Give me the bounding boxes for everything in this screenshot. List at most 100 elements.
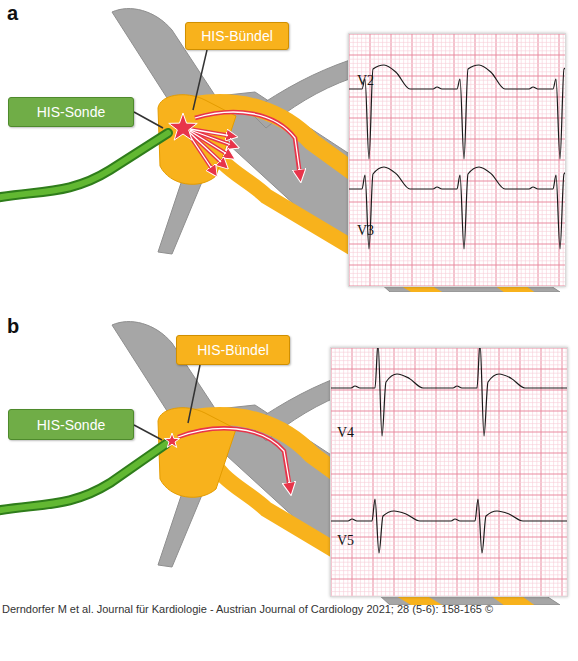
grid-line — [461, 348, 462, 597]
grid-line — [331, 537, 568, 538]
grid-line — [349, 160, 566, 161]
grid-line — [381, 348, 382, 597]
grid-line — [343, 348, 344, 597]
grid-line — [331, 574, 568, 575]
grid-line — [536, 348, 537, 597]
grid-line — [349, 134, 566, 135]
grid-line — [331, 579, 568, 580]
grid-line — [331, 499, 568, 500]
grid-line — [331, 583, 568, 584]
callout-label: HIS-Sonde — [37, 104, 105, 120]
grid-line — [557, 348, 558, 597]
grid-line — [331, 394, 568, 395]
callout-label: HIS-Sonde — [37, 417, 105, 433]
grid-line — [349, 126, 566, 127]
grid-line — [349, 118, 566, 119]
grid-line — [352, 348, 353, 597]
grid-line — [528, 348, 529, 597]
grid-line — [349, 239, 566, 240]
grid-line — [331, 558, 568, 559]
grid-line — [331, 381, 568, 382]
grid-line — [452, 348, 453, 597]
grid-line — [331, 453, 568, 454]
grid-line — [473, 348, 474, 597]
grid-line — [331, 406, 568, 407]
grid-line — [331, 444, 568, 445]
grid-line — [349, 105, 566, 106]
grid-line — [349, 42, 566, 43]
grid-line — [431, 348, 432, 597]
grid-line — [532, 348, 533, 597]
grid-line — [349, 34, 566, 35]
grid-line — [331, 423, 568, 424]
leader-line — [188, 365, 200, 423]
grid-line — [349, 147, 566, 148]
callout-label: HIS-Bündel — [201, 28, 273, 44]
grid-line — [349, 210, 566, 211]
excitation-arrows — [188, 112, 300, 176]
excitation-arrow — [178, 428, 290, 489]
grid-line — [331, 398, 568, 399]
grid-line — [349, 273, 566, 274]
grid-line — [331, 566, 568, 567]
grid-line — [349, 122, 566, 123]
bundle-label-box: HIS-Bündel — [185, 22, 289, 50]
grid-line — [331, 352, 568, 353]
grid-line — [566, 348, 567, 597]
grid-line — [356, 348, 357, 597]
ecg-strip: V2V3 — [348, 33, 566, 287]
ecg-strip: V4V5 — [330, 347, 568, 597]
grid-line — [331, 461, 568, 462]
grid-line — [349, 248, 566, 249]
grid-line — [511, 348, 512, 597]
panel-b-overlay — [0, 365, 290, 511]
grid-line — [349, 252, 566, 253]
ecg-grid — [331, 348, 568, 597]
grid-line — [402, 348, 403, 597]
grid-line — [349, 50, 566, 51]
stimulation-star — [169, 113, 198, 140]
grid-line — [331, 373, 568, 374]
grid-line — [331, 436, 568, 437]
grid-line — [349, 218, 566, 219]
grid-line — [494, 348, 495, 597]
grid-line — [377, 348, 378, 597]
grid-line — [349, 155, 566, 156]
grid-line — [349, 55, 566, 56]
grid-line — [331, 495, 568, 496]
grid-line — [331, 486, 568, 487]
grid-line — [364, 348, 365, 597]
grid-line — [331, 591, 568, 592]
grid-line — [349, 206, 566, 207]
grid-line — [368, 348, 369, 597]
his-probe — [0, 444, 166, 511]
grid-line — [331, 570, 568, 571]
leader-line — [134, 112, 163, 128]
grid-line — [444, 348, 445, 597]
grid-line — [331, 377, 568, 378]
grid-line — [349, 227, 566, 228]
grid-line — [349, 193, 566, 194]
grid-line — [331, 360, 568, 361]
grid-line — [349, 139, 566, 140]
grid-line — [349, 181, 566, 182]
grid-line — [549, 348, 550, 597]
grid-line — [349, 235, 566, 236]
grid-line — [406, 348, 407, 597]
grid-line — [349, 130, 566, 131]
grid-line — [349, 223, 566, 224]
grid-line — [410, 348, 411, 597]
grid-line — [331, 432, 568, 433]
grid-line — [349, 244, 566, 245]
grid-line — [349, 143, 566, 144]
grid-line — [331, 390, 568, 391]
arrow-core — [188, 112, 300, 170]
grid-line — [373, 348, 374, 597]
grid-line — [331, 532, 568, 533]
grid-line — [349, 92, 566, 93]
grid-line — [331, 528, 568, 529]
grid-line — [331, 587, 568, 588]
grid-line — [331, 415, 568, 416]
grid-line — [331, 482, 568, 483]
grid-line — [349, 214, 566, 215]
